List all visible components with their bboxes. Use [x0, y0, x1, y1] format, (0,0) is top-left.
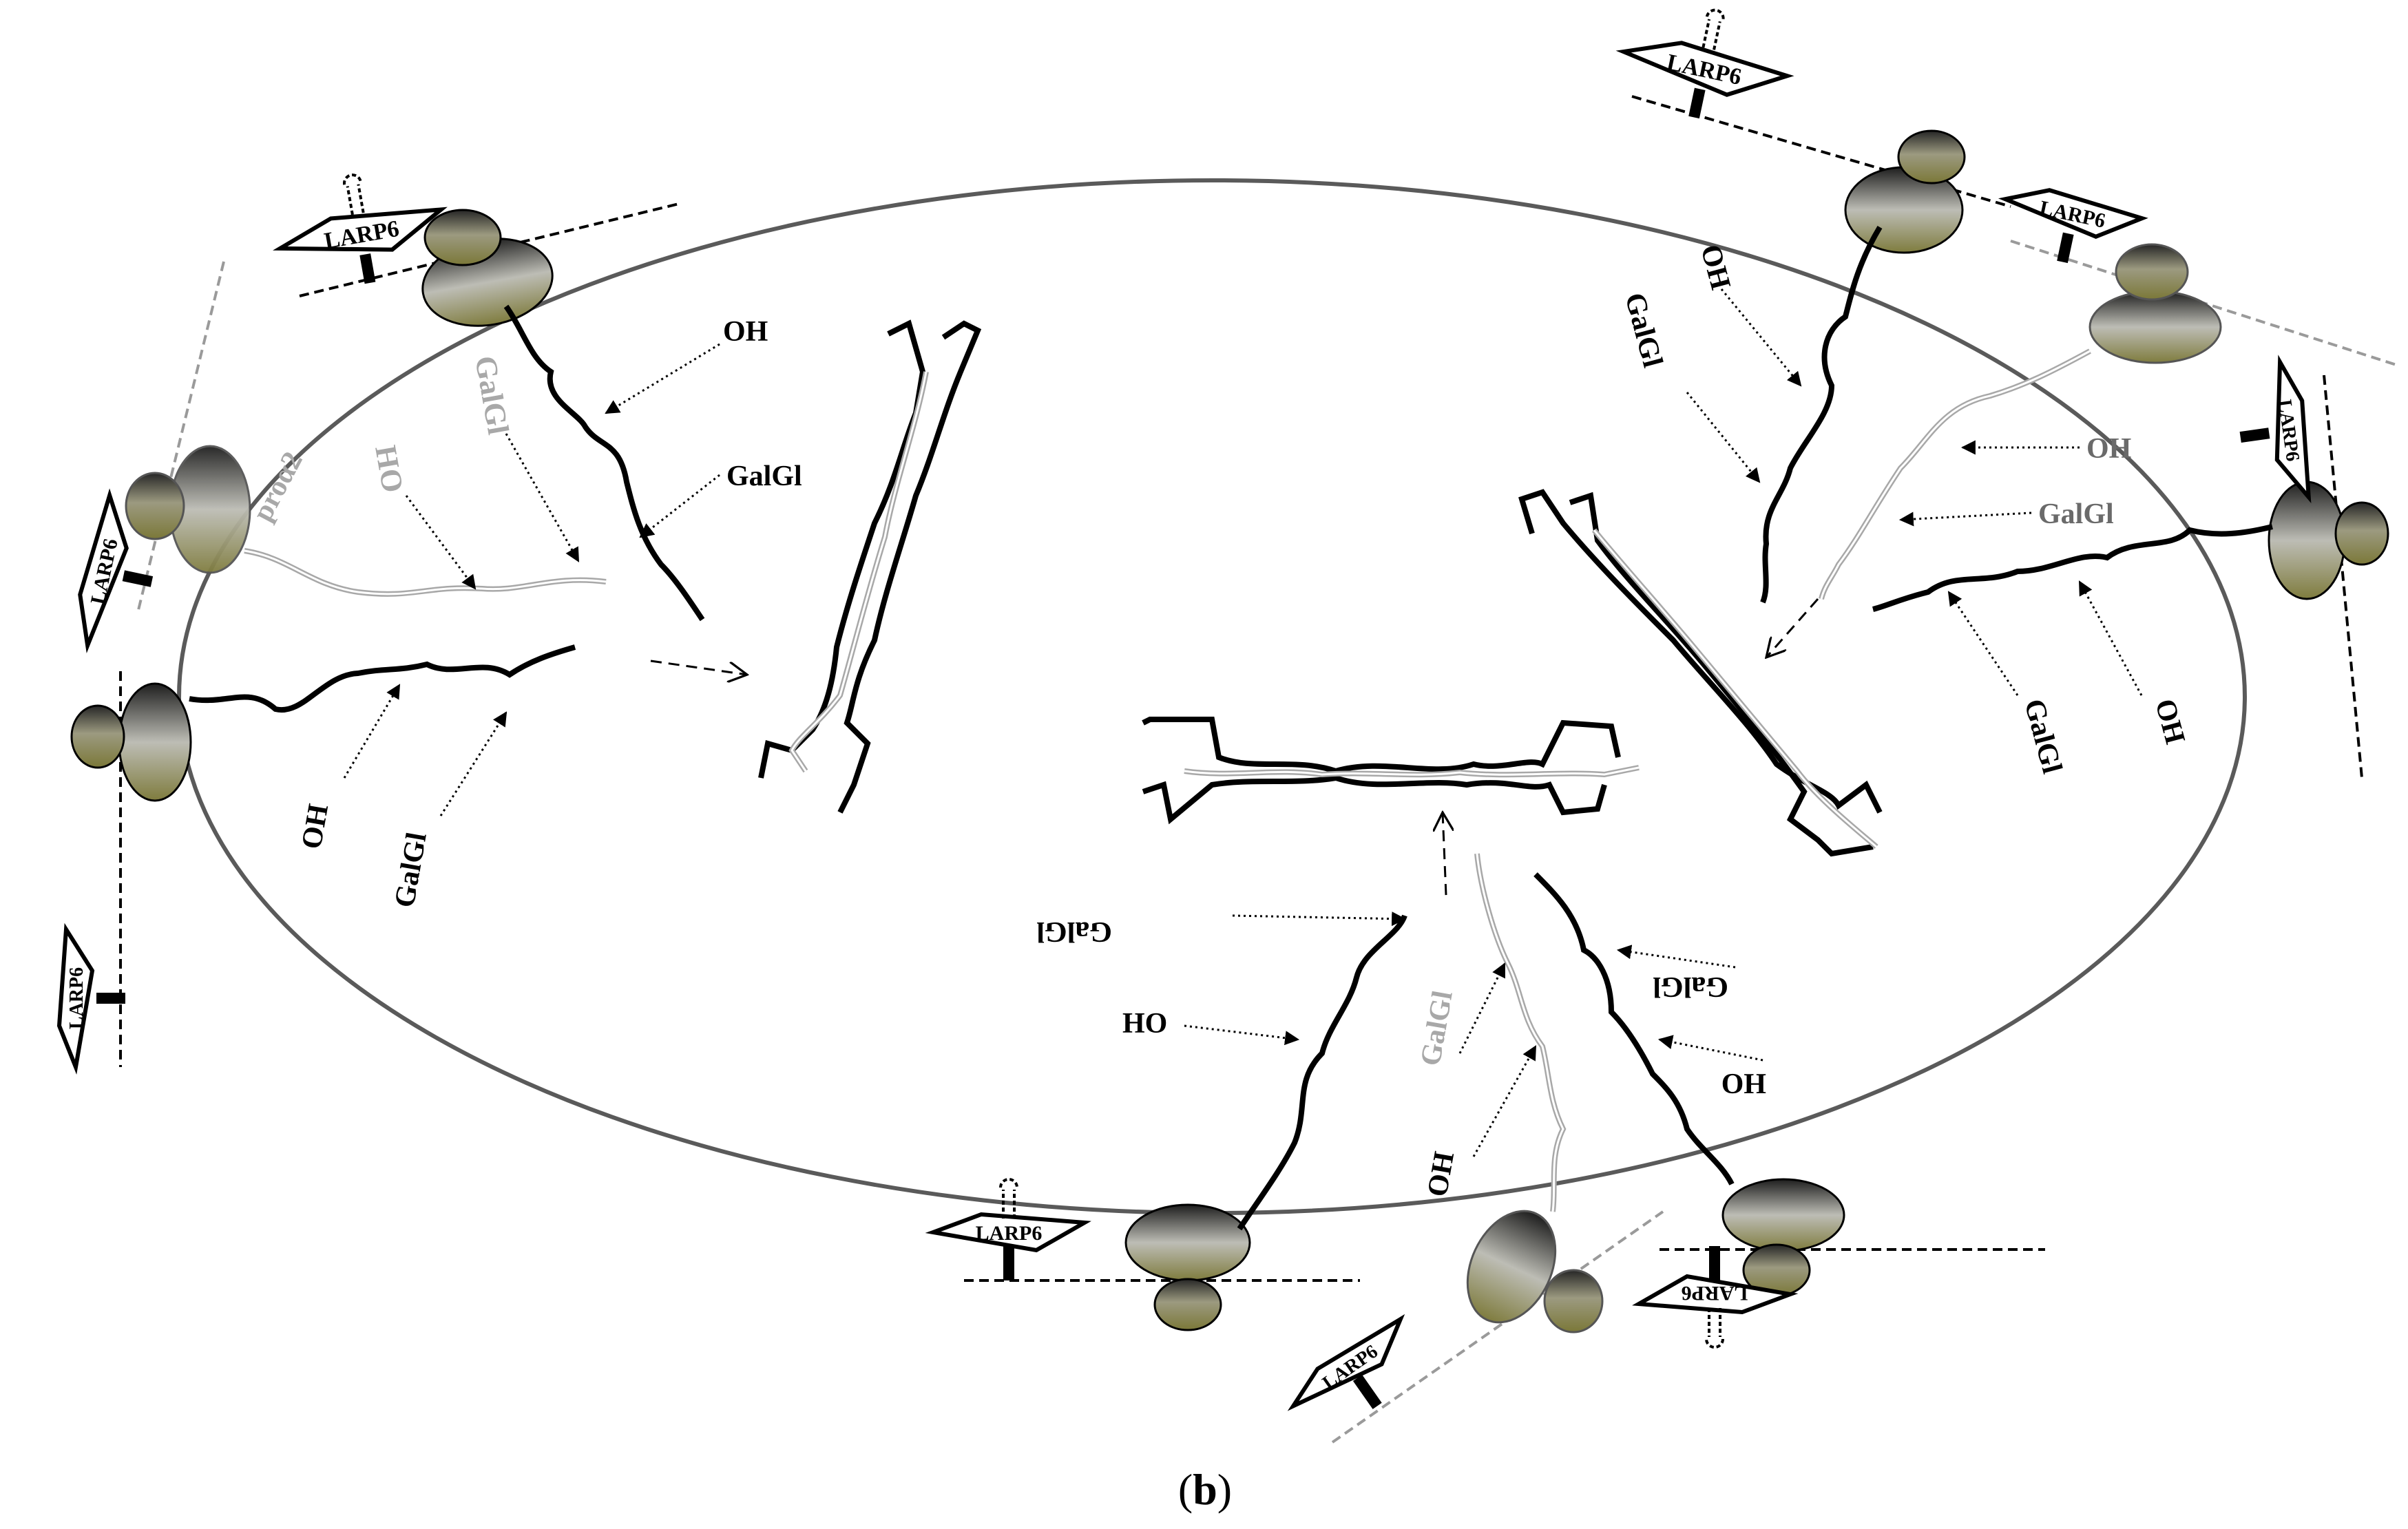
galgl-label: GalGl	[1653, 971, 1728, 1002]
cell-membrane-ellipse	[177, 178, 2247, 1215]
proalpha2-chain	[1819, 348, 2091, 600]
galgl-label: GalGl	[468, 353, 515, 437]
dashed-assembly-arrow	[650, 660, 747, 675]
ribosome-large-subunit	[2088, 290, 2222, 364]
alpha1-chain	[189, 644, 576, 713]
ribosome-large-subunit	[118, 682, 192, 802]
galgl-label: GalGl	[389, 830, 433, 910]
galgl-label: GalGl	[2018, 696, 2068, 777]
larp6-label: LARP6	[976, 1222, 1043, 1245]
dotted-arrow	[343, 684, 401, 779]
oh-label: OH	[1422, 1149, 1461, 1199]
oh-label: OH	[296, 801, 335, 851]
triple-helix-diagonal	[1518, 489, 1883, 857]
polysome-top-right: LARP6 LARP6	[1615, 8, 2397, 366]
galgl-label: GalGl	[2038, 498, 2114, 530]
larp6-label: LARP6	[66, 967, 87, 1029]
dashed-assembly-arrow	[1443, 812, 1446, 896]
ribosome-large-subunit	[1124, 1203, 1251, 1282]
dotted-arrow	[639, 474, 720, 538]
dotted-arrow	[605, 343, 720, 414]
dashed-assembly-arrow	[1766, 598, 1819, 657]
larp6-protein: LARP6	[56, 922, 125, 1075]
ribosome-small-subunit	[1153, 1278, 1222, 1331]
proalpha2-chain-inner	[244, 549, 607, 595]
polysome-top-left: LARP6	[273, 173, 682, 327]
larp6-protein: LARP6	[1615, 8, 1794, 119]
ribosome-large-subunit	[1721, 1178, 1845, 1252]
gray-membrane-line	[1331, 1210, 1664, 1444]
ribosome-large-subunit	[1466, 1210, 1557, 1324]
larp6-label: LARP6	[1682, 1282, 1748, 1305]
polysome-bottom: LARP6 LARP6 LARP6	[925, 1178, 2045, 1444]
ho-label: HO	[1721, 1067, 1766, 1099]
ribosome-small-subunit	[125, 472, 185, 540]
dotted-arrow	[1720, 288, 1802, 387]
larp6-protein: LARP6	[2239, 355, 2312, 503]
dotted-arrow	[2078, 580, 2143, 696]
dotted-arrow	[439, 711, 507, 816]
larp6-protein: LARP6	[1287, 1314, 1405, 1411]
dotted-arrow	[1657, 1035, 1763, 1062]
ribosome-small-subunit	[423, 209, 502, 266]
polysome-left: LARP6 LARP6	[56, 261, 251, 1075]
dotted-arrow	[1898, 512, 2032, 527]
panel-label: (b)	[1178, 1465, 1232, 1514]
ho-label: HO	[368, 443, 410, 495]
larp6-protein: LARP6	[925, 1178, 1091, 1280]
ribosome-small-subunit	[70, 704, 125, 769]
dotted-arrow	[1232, 911, 1407, 927]
oh-label: OH	[2148, 696, 2190, 748]
dotted-arrow	[1472, 1045, 1537, 1157]
ribosome-small-subunit	[1897, 129, 1966, 184]
oh-label: OH	[2086, 433, 2131, 465]
triple-helix-horizontal	[1142, 717, 1640, 825]
proalpha2-chain-inner	[1476, 853, 1564, 1212]
dotted-arrow	[1458, 962, 1506, 1054]
galgl-label: GalGl	[726, 461, 802, 492]
polysome-right: LARP6	[2239, 355, 2389, 779]
membrane-line	[299, 202, 682, 297]
dotted-arrow	[1947, 591, 2019, 696]
dotted-arrow	[405, 495, 477, 590]
oh-label: OH	[723, 316, 768, 348]
membrane-line	[2323, 375, 2363, 779]
triple-helix-vertical	[758, 319, 982, 814]
alpha1-chain	[1237, 914, 1407, 1231]
panel-label-open: (	[1178, 1465, 1193, 1514]
ribosome-large-subunit	[2268, 481, 2346, 600]
galgl-label: GalGl	[1036, 916, 1112, 947]
panel-label-letter: b	[1193, 1465, 1217, 1514]
proalpha2-chain-inner	[1820, 350, 2091, 600]
alpha1-chain	[1533, 872, 1735, 1185]
proa2-label: proα2	[247, 447, 309, 527]
alpha1-chain	[503, 304, 705, 622]
larp6-protein: LARP6	[1632, 1246, 1799, 1349]
ho-label: HO	[1122, 1008, 1167, 1040]
panel-label-close: )	[1217, 1465, 1232, 1514]
galgl-label: GalGl	[1415, 989, 1459, 1068]
ribosome-small-subunit	[2115, 243, 2189, 301]
dotted-arrow	[1616, 945, 1736, 969]
ribosome-small-subunit	[1543, 1269, 1604, 1333]
dotted-arrow	[1184, 1024, 1300, 1046]
galgl-label: GalGl	[1618, 290, 1668, 371]
alpha1-chain	[1872, 524, 2273, 612]
ribosome-small-subunit	[2334, 501, 2389, 566]
dotted-arrow	[1686, 392, 1761, 483]
dotted-arrow	[505, 433, 580, 562]
alpha1-chain	[1760, 225, 1883, 604]
proalpha2-chain	[244, 548, 607, 597]
larp6-protein: LARP6	[273, 173, 448, 284]
proalpha2-chain	[1474, 853, 1567, 1212]
